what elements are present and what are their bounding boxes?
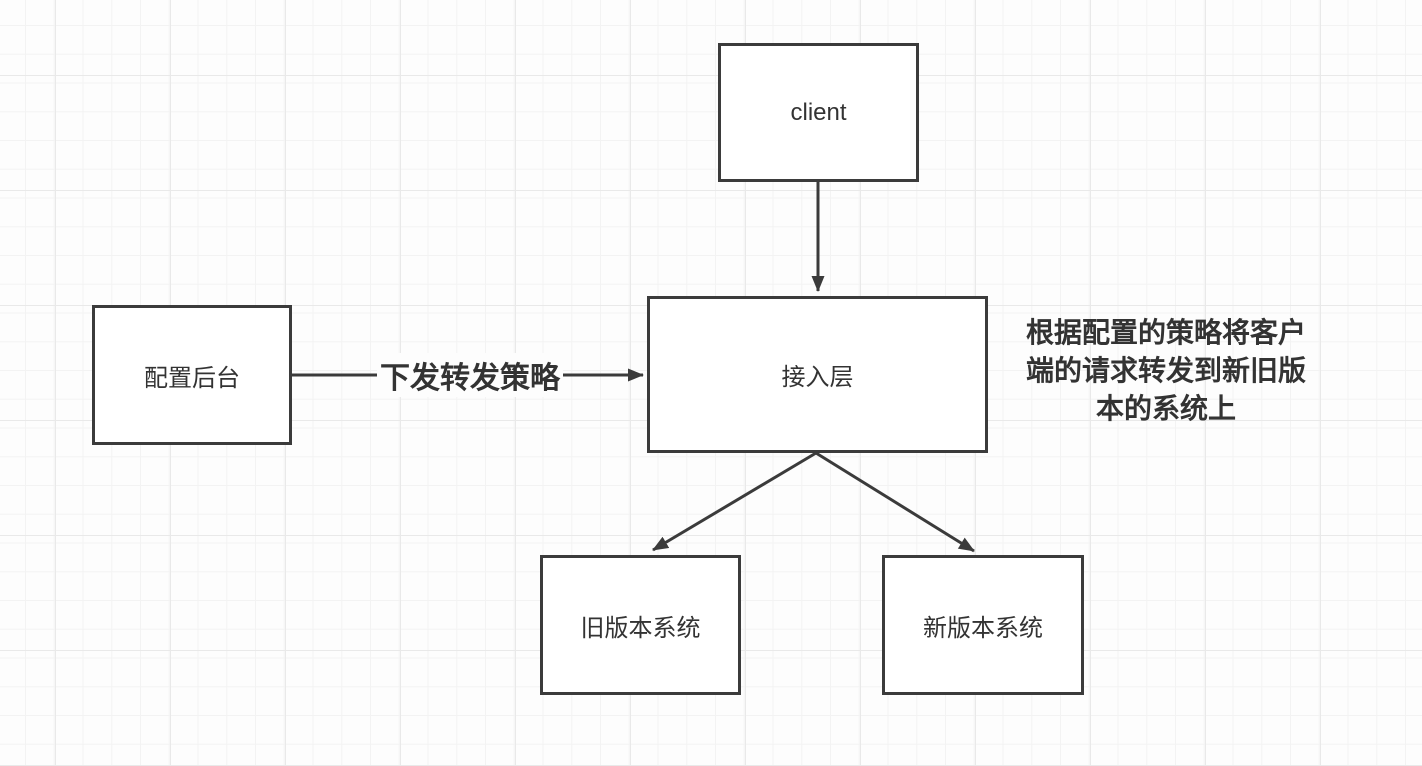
edge-label-forward-strategy[interactable]: 下发转发策略 xyxy=(377,353,563,397)
node-access-layer[interactable]: 接入层 xyxy=(647,296,988,453)
node-config-backend-label: 配置后台 xyxy=(144,364,240,392)
node-access-layer-label: 接入层 xyxy=(781,364,854,391)
node-old-version-system-label: 旧版本系统 xyxy=(580,614,701,642)
annotation-line-3: 本的系统上 xyxy=(1095,393,1236,424)
annotation-line-2: 端的请求转发到新旧版 xyxy=(1025,355,1306,386)
node-old-version-system[interactable]: 旧版本系统 xyxy=(540,555,741,695)
node-client[interactable]: client xyxy=(718,43,919,182)
node-new-version-system-label: 新版本系统 xyxy=(923,614,1043,642)
connector-access-layer-to-new-system xyxy=(815,451,975,553)
connector-access-layer-to-old-system xyxy=(652,451,817,552)
annotation-line-1: 根据配置的策略将客户 xyxy=(1025,317,1306,348)
node-client-label: client xyxy=(790,98,847,126)
annotation-text: 根据配置的策略将客户 端的请求转发到新旧版 本的系统上 xyxy=(1000,314,1332,428)
node-config-backend[interactable]: 配置后台 xyxy=(92,305,292,445)
node-new-version-system[interactable]: 新版本系统 xyxy=(882,555,1084,695)
